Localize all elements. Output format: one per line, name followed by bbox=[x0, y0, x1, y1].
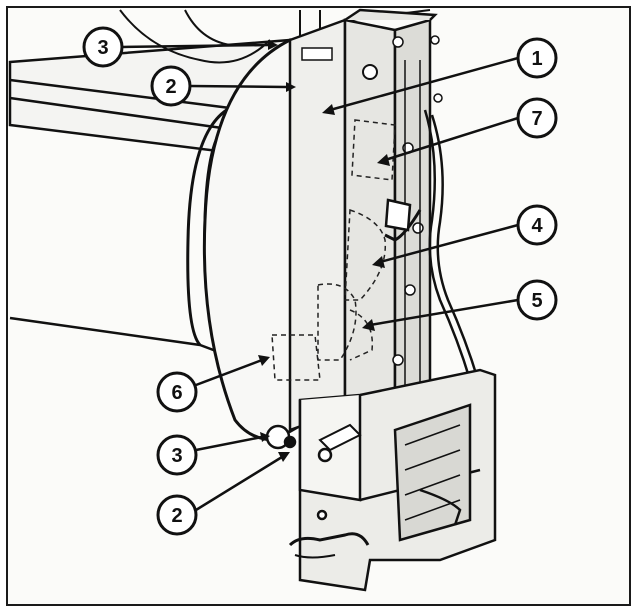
callout-2-bottom: 2 bbox=[156, 494, 198, 536]
svg-text:7: 7 bbox=[531, 108, 542, 130]
callout-4: 4 bbox=[516, 204, 558, 246]
svg-text:3: 3 bbox=[97, 37, 108, 59]
svg-text:1: 1 bbox=[531, 48, 542, 70]
svg-text:4: 4 bbox=[531, 215, 543, 237]
svg-text:5: 5 bbox=[531, 290, 542, 312]
cover-panel bbox=[202, 38, 312, 442]
main-column bbox=[288, 8, 443, 432]
callout-1: 1 bbox=[516, 37, 558, 79]
callout-3-bottom: 3 bbox=[156, 434, 198, 476]
callout-6: 6 bbox=[156, 371, 198, 413]
callout-3-top: 3 bbox=[82, 26, 124, 68]
svg-text:6: 6 bbox=[171, 382, 182, 404]
svg-text:2: 2 bbox=[165, 76, 176, 98]
callout-5: 5 bbox=[516, 279, 558, 321]
cable-harness bbox=[384, 109, 488, 421]
svg-text:2: 2 bbox=[171, 505, 182, 527]
svg-text:3: 3 bbox=[171, 445, 182, 467]
callout-7: 7 bbox=[516, 97, 558, 139]
leader-lines bbox=[121, 40, 519, 512]
base-block bbox=[265, 368, 497, 592]
callouts: 3 2 1 7 4 5 6 3 bbox=[82, 26, 558, 536]
hidden-components bbox=[271, 119, 396, 381]
callout-2-top: 2 bbox=[150, 65, 192, 107]
